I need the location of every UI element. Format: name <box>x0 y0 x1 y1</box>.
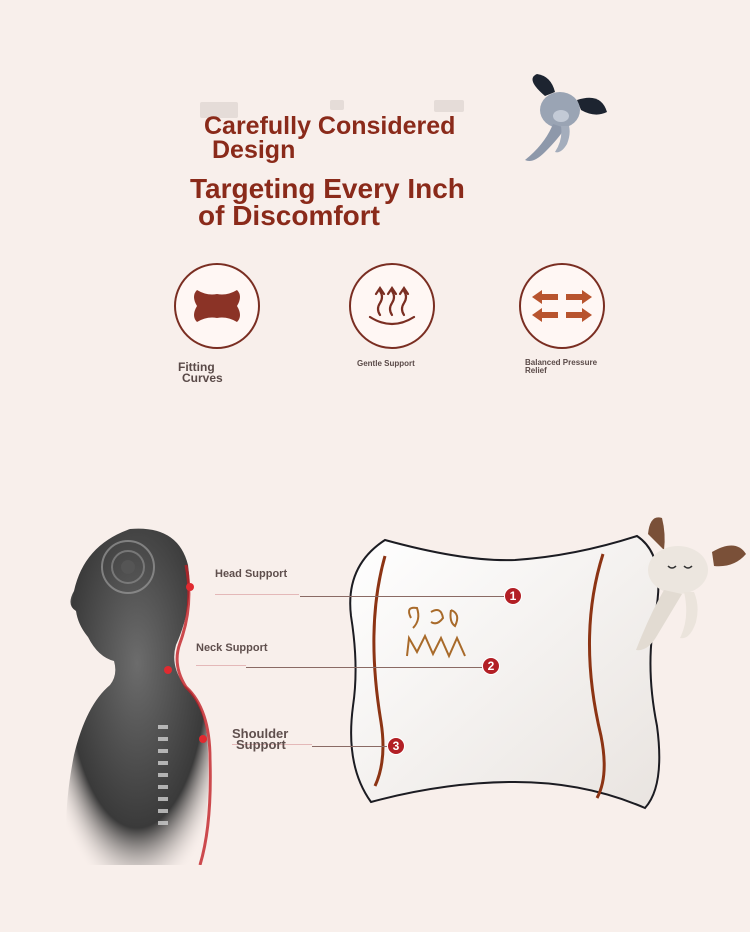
callout-label-shoulder-support: Shoulder Support <box>232 726 289 752</box>
page-subtitle: Targeting Every Inch of Discomfort <box>190 173 465 231</box>
background-smudge <box>200 102 238 118</box>
callout-divider <box>215 594 299 595</box>
feature-label-fitting-curves: Fitting Curves <box>178 360 223 385</box>
feature-label-balanced-pressure: Balanced Pressure Relief <box>525 359 597 375</box>
human-skeleton-figure <box>66 528 212 865</box>
background-smudge <box>434 100 464 112</box>
subtitle-line-2: of Discomfort <box>198 200 380 231</box>
title-line-2: Design <box>212 136 296 164</box>
subtitle-line-1: Targeting Every Inch <box>190 173 465 204</box>
feature-label-line-2: Curves <box>182 371 223 385</box>
callout-label-head-support: Head Support <box>215 568 288 580</box>
callout-label-line-2: Support <box>236 737 286 752</box>
marker-2: 2 <box>482 657 500 675</box>
feature-gentle-support <box>349 263 435 349</box>
neck-pillow-image <box>349 534 661 810</box>
callout-line-2 <box>246 667 482 668</box>
callout-label-neck-support: Neck Support <box>196 642 268 654</box>
callout-divider <box>196 665 246 666</box>
callout-label-line-1: Shoulder <box>232 726 289 741</box>
callout-line-3 <box>312 746 387 747</box>
callout-line-1 <box>300 596 504 597</box>
marker-3: 3 <box>387 737 405 755</box>
opposing-arrows-icon <box>532 290 592 322</box>
plush-dog-mascot-icon <box>525 74 607 161</box>
feature-label-line-1: Balanced Pressure <box>525 358 598 367</box>
feature-fitting-curves <box>174 263 260 349</box>
background-smudge <box>330 100 344 110</box>
title-line-1: Carefully Considered <box>204 112 456 140</box>
feature-label-gentle-support: Gentle Support <box>357 359 415 368</box>
feature-balanced-pressure <box>519 263 605 349</box>
marker-1: 1 <box>504 587 522 605</box>
rising-waves-icon <box>368 286 416 326</box>
feature-label-line-1: Fitting <box>178 360 215 374</box>
feature-label-line-2: Relief <box>525 366 547 375</box>
pillow-shape-icon <box>194 290 240 322</box>
callout-divider <box>232 744 312 745</box>
page-title: Carefully Considered Design <box>204 112 456 164</box>
plush-dog-mascot-icon <box>636 517 746 651</box>
